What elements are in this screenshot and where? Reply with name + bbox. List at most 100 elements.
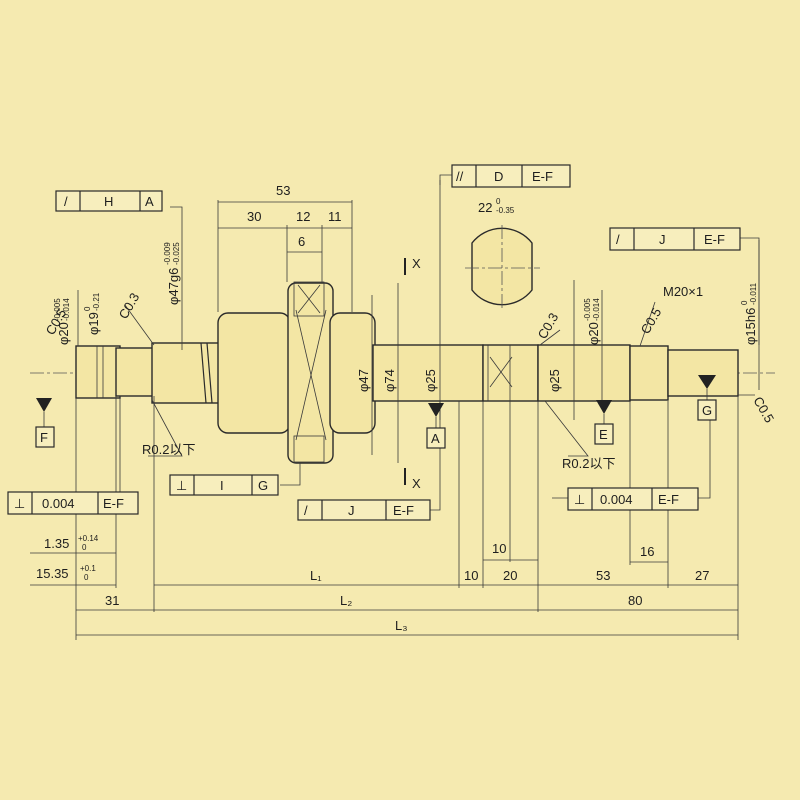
dim-l2: L₂ — [340, 593, 352, 608]
diameter-15h6: φ15h6 0 -0.011 — [740, 282, 758, 345]
svg-text:+0.1: +0.1 — [80, 564, 96, 573]
dim-31: 31 — [105, 593, 119, 608]
section-mark-top: X — [412, 256, 421, 271]
dim-l3: L₃ — [395, 618, 408, 633]
perpendicularity-frame-right: ⊥ 0.004 E-F — [567, 487, 699, 511]
svg-text:-0.025: -0.025 — [172, 242, 181, 265]
radius-left: R0.2以下 — [142, 442, 195, 457]
frame-ref: H — [104, 194, 113, 209]
nut-flange — [217, 312, 291, 434]
datum-a: A — [426, 403, 446, 449]
datum-g: G — [697, 375, 717, 421]
svg-text:-0.014: -0.014 — [592, 298, 601, 321]
svg-text:φ47: φ47 — [356, 369, 371, 392]
radius-right: R0.2以下 — [562, 456, 615, 471]
thread-label: M20×1 — [663, 284, 703, 299]
datum-letter: A — [431, 431, 440, 446]
frame-ref: I — [220, 478, 224, 493]
flat-tol-upper: 0 — [496, 197, 501, 206]
svg-text:-0.009: -0.009 — [163, 242, 172, 265]
frame-datum: G — [258, 478, 268, 493]
dim-53: 53 — [596, 568, 610, 583]
svg-text:+0.14: +0.14 — [78, 534, 99, 543]
frame-tolerance: 0.004 — [42, 496, 75, 511]
right-end-journal — [667, 349, 739, 397]
perpendicularity-frame-left: ⊥ 0.004 E-F — [7, 491, 139, 515]
svg-text:0: 0 — [82, 543, 87, 552]
dim-16: 16 — [640, 544, 654, 559]
svg-text:0: 0 — [84, 573, 89, 582]
chamfer-c05-end: C0.5 — [750, 394, 777, 425]
diameter-25-a: φ25 — [423, 369, 438, 392]
runout-symbol: / — [304, 503, 308, 518]
left-journal — [75, 345, 121, 399]
diameter-47g6: φ47g6 -0.009 -0.025 — [163, 242, 181, 305]
runout-frame-d: // D E-F — [451, 164, 571, 188]
perpendicularity-frame-i: ⊥ I G — [169, 474, 279, 496]
svg-text:φ20: φ20 — [586, 322, 601, 345]
svg-text:φ74: φ74 — [382, 369, 397, 392]
runout-symbol: // — [456, 169, 464, 184]
diameter-19: φ19 0 -0.21 — [83, 292, 101, 335]
frame-datum: E-F — [393, 503, 414, 518]
perpendicular-symbol: ⊥ — [176, 478, 187, 493]
diameter-74: φ74 — [382, 369, 397, 392]
dim-10-lower: 10 — [464, 568, 478, 583]
svg-text:φ19: φ19 — [86, 312, 101, 335]
runout-frame-h: / H A — [55, 190, 163, 212]
flat-section — [482, 344, 539, 402]
left-shaft-step — [115, 347, 155, 397]
runout-frame-j-top: / J E-F — [609, 227, 741, 251]
frame-tolerance: 0.004 — [600, 492, 633, 507]
perpendicular-symbol: ⊥ — [14, 496, 25, 511]
right-shaft-step — [537, 344, 631, 402]
nut-flange-length: 30 — [247, 209, 261, 224]
datum-e: E — [594, 400, 614, 445]
dim-1-35: 1.35 — [44, 536, 69, 551]
chamfer-c05-thread: C0.5 — [638, 305, 665, 336]
chamfer-c03-left: C0.3 — [116, 290, 143, 321]
dim-27: 27 — [695, 568, 709, 583]
svg-text:φ25: φ25 — [547, 369, 562, 392]
dim-10-upper: 10 — [492, 541, 506, 556]
nut-total-length: 53 — [276, 183, 290, 198]
svg-text:0: 0 — [83, 306, 92, 311]
dim-80: 80 — [628, 593, 642, 608]
dim-15-35: 15.35 — [36, 566, 69, 581]
chamfer-c03-right: C0.3 — [535, 310, 562, 341]
flat-tol-lower: -0.35 — [496, 206, 515, 215]
runout-symbol: / — [616, 232, 620, 247]
dim-l1: L₁ — [310, 568, 322, 583]
svg-text:φ20: φ20 — [56, 322, 71, 345]
flat-size: 22 — [478, 200, 492, 215]
svg-text:-0.005: -0.005 — [53, 298, 62, 321]
frame-datum: E-F — [704, 232, 725, 247]
diameter-47: φ47 — [356, 369, 371, 392]
runout-symbol: / — [64, 194, 68, 209]
svg-text:-0.21: -0.21 — [92, 292, 101, 311]
datum-letter: F — [40, 430, 48, 445]
frame-datum: E-F — [658, 492, 679, 507]
nut-body-length: 12 — [296, 209, 310, 224]
frame-ref: J — [348, 503, 355, 518]
svg-text:-0.005: -0.005 — [583, 298, 592, 321]
section-mark-bottom: X — [412, 476, 421, 491]
frame-ref: D — [494, 169, 503, 184]
datum-letter: G — [702, 403, 712, 418]
svg-text:φ47g6: φ47g6 — [166, 268, 181, 305]
nut-end-length: 11 — [328, 209, 342, 224]
dim-20: 20 — [503, 568, 517, 583]
thread-m20 — [629, 345, 669, 401]
datum-letter: E — [599, 427, 608, 442]
frame-datum: E-F — [532, 169, 553, 184]
datum-f: F — [35, 398, 55, 448]
flat-section-view — [465, 225, 540, 310]
frame-ref: J — [659, 232, 666, 247]
svg-text:φ15h6: φ15h6 — [743, 308, 758, 345]
svg-text:φ25: φ25 — [423, 369, 438, 392]
diameter-20-right: φ20 -0.005 -0.014 — [583, 298, 601, 345]
svg-text:-0.014: -0.014 — [62, 298, 71, 321]
nut-seal-width: 6 — [298, 234, 305, 249]
diameter-20-left: φ20 -0.005 -0.014 — [53, 298, 71, 345]
